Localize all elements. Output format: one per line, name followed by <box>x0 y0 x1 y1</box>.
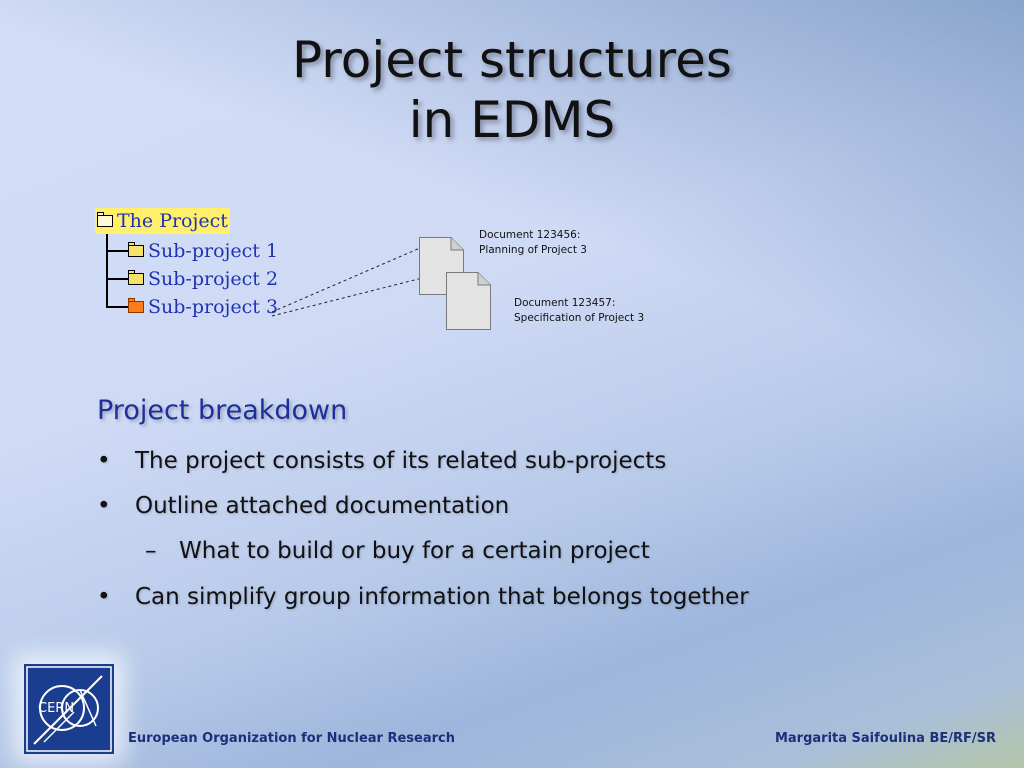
tree-node-sub-project-3[interactable]: Sub-project 3 <box>128 294 278 320</box>
tree-node-label: Sub-project 2 <box>148 268 279 290</box>
tree-node-label: Sub-project 3 <box>148 296 279 318</box>
bullet-text: The project consists of its related sub-… <box>135 448 667 474</box>
bullet-mark: • <box>97 493 111 519</box>
document-icon[interactable] <box>446 272 491 330</box>
tree-branch-line <box>106 306 128 308</box>
document-title: Specification of Project 3 <box>514 312 645 324</box>
bullet-text: What to build or buy for a certain proje… <box>179 538 650 564</box>
tree-branch-line <box>106 278 128 280</box>
connector-line-doc-1 <box>271 247 421 313</box>
bullet-mark: – <box>145 538 157 564</box>
bullet-item: • Can simplify group information that bel… <box>97 584 749 610</box>
folder-icon <box>97 212 113 227</box>
document-title: Planning of Project 3 <box>479 244 587 256</box>
folder-open-icon <box>128 298 144 313</box>
tree-node-label: The Project <box>117 210 228 232</box>
slide-title: Project structures in EDMS <box>0 30 1024 150</box>
footer-author: Margarita Saifoulina BE/RF/SR <box>774 731 996 746</box>
slide-title-line-1: Project structures <box>292 31 732 89</box>
bullet-text: Can simplify group information that belo… <box>135 584 749 610</box>
tree-node-sub-project-2[interactable]: Sub-project 2 <box>128 266 278 292</box>
document-number: Document 123457: <box>514 297 616 309</box>
tree-vertical-line <box>106 232 108 308</box>
section-heading: Project breakdown <box>97 395 348 426</box>
tree-node-label: Sub-project 1 <box>148 240 279 262</box>
slide-title-line-2: in EDMS <box>408 91 616 149</box>
cern-logo-icon: CERN <box>26 666 112 752</box>
tree-node-sub-project-1[interactable]: Sub-project 1 <box>128 238 278 264</box>
tree-node-root[interactable]: The Project <box>95 208 230 234</box>
bullet-item: • Outline attached documentation <box>97 493 509 519</box>
folder-icon <box>128 242 144 257</box>
folder-icon <box>128 270 144 285</box>
project-tree: The Project Sub-project 1 Sub-project 2 … <box>95 208 295 328</box>
footer-organization: European Organization for Nuclear Resear… <box>128 731 455 746</box>
logo-text: CERN <box>38 701 74 716</box>
document-label-2: Document 123457: Specification of Projec… <box>514 296 644 326</box>
sub-bullet-item: –What to build or buy for a certain proj… <box>145 538 650 564</box>
document-label-1: Document 123456: Planning of Project 3 <box>479 228 587 258</box>
cern-logo: CERN <box>24 664 114 754</box>
bullet-mark: • <box>97 584 111 610</box>
bullet-mark: • <box>97 448 111 474</box>
tree-branch-line <box>106 250 128 252</box>
bullet-item: • The project consists of its related sub… <box>97 448 666 474</box>
document-number: Document 123456: <box>479 229 581 241</box>
bullet-text: Outline attached documentation <box>135 493 510 519</box>
